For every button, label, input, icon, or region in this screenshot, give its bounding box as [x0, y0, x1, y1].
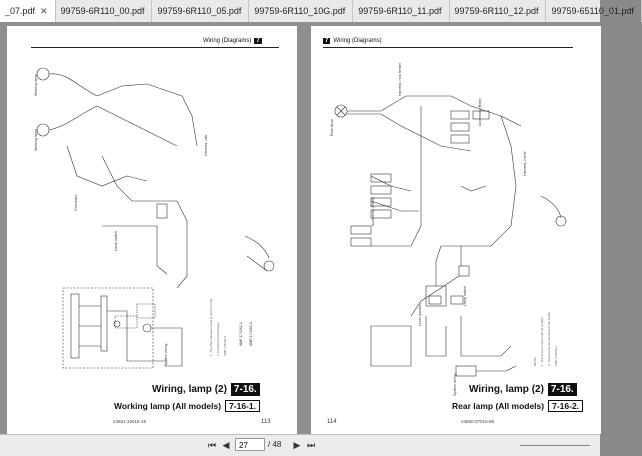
svg-text:Accessory (Fixed): Accessory (Fixed) [371, 197, 375, 226]
subsection-title: Working lamp (All models) 7-16-1. [114, 400, 260, 412]
page-114: 7 Wiring (Diagrams) [311, 26, 601, 434]
subsection-title-text: Working lamp (All models) [114, 401, 222, 411]
svg-text:Working lamp: Working lamp [34, 74, 38, 96]
section-number: 7-16. [547, 383, 577, 396]
svg-text:Harness, frame: Harness, frame [523, 151, 527, 176]
section-number: 7-16. [230, 383, 260, 396]
svg-text:Working lamp: Working lamp [34, 129, 38, 151]
svg-text:Lamp switch: Lamp switch [114, 231, 118, 251]
svg-text:Lever position: Lever position [418, 304, 422, 326]
last-page-icon[interactable]: ⏭ [306, 439, 316, 450]
tab-label: 99759-6R110_11.pdf [358, 6, 442, 16]
tab-6[interactable]: 99759-65110_01.pdf [546, 0, 642, 22]
svg-text:Rear lamp: Rear lamp [330, 119, 334, 136]
tab-label: 99759-6R110_05.pdf [157, 6, 242, 16]
svg-text:Lamp switch: Lamp switch [463, 286, 467, 306]
current-page-input[interactable]: 27 [235, 438, 265, 451]
tab-label: _07.pdf [5, 6, 36, 16]
svg-text:AMP 174263-2: AMP 174263-2 [249, 322, 253, 346]
svg-text:AMP 174263-2: AMP 174263-2 [554, 346, 558, 366]
tab-1[interactable]: 99759-6R110_00.pdf [56, 0, 153, 22]
zoom-slider[interactable] [520, 445, 590, 446]
first-page-icon[interactable]: ⏮ [207, 439, 217, 450]
next-page-icon[interactable]: ▶ [293, 439, 301, 450]
svg-text:Harness, rear fender: Harness, rear fender [398, 62, 402, 96]
tab-label: 99759-6R110_10G.pdf [254, 6, 346, 16]
tab-label: 99759-6R110_00.pdf [60, 6, 145, 16]
svg-text:2. Connection harnesses: 2. Connection harnesses [216, 322, 220, 356]
working-lamp-wiring-diagram: Working lamp Working lamp Lamp switch Co… [34, 67, 275, 369]
svg-text:1. This circuit is used with a: 1. This circuit is used with all models [540, 317, 544, 366]
page-header: Wiring (Diagrams) 7 [203, 38, 262, 44]
subsection-number: 7-16-2. [548, 400, 584, 412]
header-rule [31, 47, 279, 48]
header-text: Wiring (Diagrams) [203, 38, 252, 44]
tab-0[interactable]: _07.pdf ✕ [0, 0, 56, 22]
svg-text:1. The short harness circuit i: 1. The short harness circuit is used for… [209, 299, 213, 356]
header-rule [323, 47, 573, 48]
section-title-text: Wiring, lamp (2) [152, 384, 227, 395]
section-title-text: Wiring, lamp (2) [469, 384, 544, 395]
tab-label: 99759-6R110_12.pdf [454, 6, 539, 16]
page-number: 113 [261, 419, 271, 425]
svg-text:Connector: Connector [74, 194, 78, 211]
header-chapter-number: 7 [323, 38, 331, 44]
tab-label: 99759-65110_01.pdf [551, 6, 634, 16]
page-navigation-toolbar: ⏮ ◀ 27 / 48 ▶ ⏭ [0, 434, 600, 456]
section-title: Wiring, lamp (2) 7-16. [469, 383, 577, 396]
subsection-title-text: Rear lamp (All models) [452, 401, 545, 411]
section-title: Wiring, lamp (2) 7-16. [152, 383, 260, 396]
tab-bar: _07.pdf ✕ 99759-6R110_00.pdf 99759-6R110_… [0, 0, 642, 23]
document-number: 24680-07016-6E [461, 419, 495, 424]
subsection-title: Rear lamp (All models) 7-16-2. [452, 400, 584, 412]
header-chapter-number: 7 [254, 38, 262, 44]
header-text: Wiring (Diagrams) [333, 38, 382, 44]
svg-text:Harness, cab: Harness, cab [204, 135, 208, 156]
tab-2[interactable]: 99759-6R110_05.pdf [152, 0, 250, 22]
page-113: Wiring (Diagrams) 7 [7, 26, 297, 434]
total-pages: / 48 [268, 440, 282, 449]
svg-text:AMP 174262-2: AMP 174262-2 [223, 336, 227, 356]
document-viewer[interactable]: Wiring (Diagrams) 7 [0, 22, 601, 434]
tab-3[interactable]: 99759-6R110_10G.pdf [249, 0, 354, 22]
svg-text:System wiring: System wiring [453, 374, 457, 396]
tab-4[interactable]: 99759-6R110_11.pdf [353, 0, 450, 22]
close-icon[interactable]: ✕ [40, 6, 48, 16]
svg-text:2. These parts are standard in: 2. These parts are standard in the model [547, 312, 551, 366]
page-header: 7 Wiring (Diagrams) [323, 38, 382, 44]
svg-text:NOTE:: NOTE: [533, 357, 537, 366]
rear-lamp-wiring-diagram: Rear lamp Accessory (Fixed) Accessory (R… [330, 62, 567, 396]
previous-page-icon[interactable]: ◀ [222, 439, 230, 450]
page-number: 114 [327, 419, 337, 425]
svg-text:AMP 174262-2: AMP 174262-2 [239, 322, 243, 346]
tab-5[interactable]: 99759-6R110_12.pdf [450, 0, 547, 22]
subsection-number: 7-16-1. [225, 400, 260, 412]
document-number: 24681-16016-1E [113, 419, 147, 424]
svg-text:Accessory (Rear): Accessory (Rear) [478, 98, 482, 126]
svg-text:System wiring: System wiring [164, 344, 168, 366]
